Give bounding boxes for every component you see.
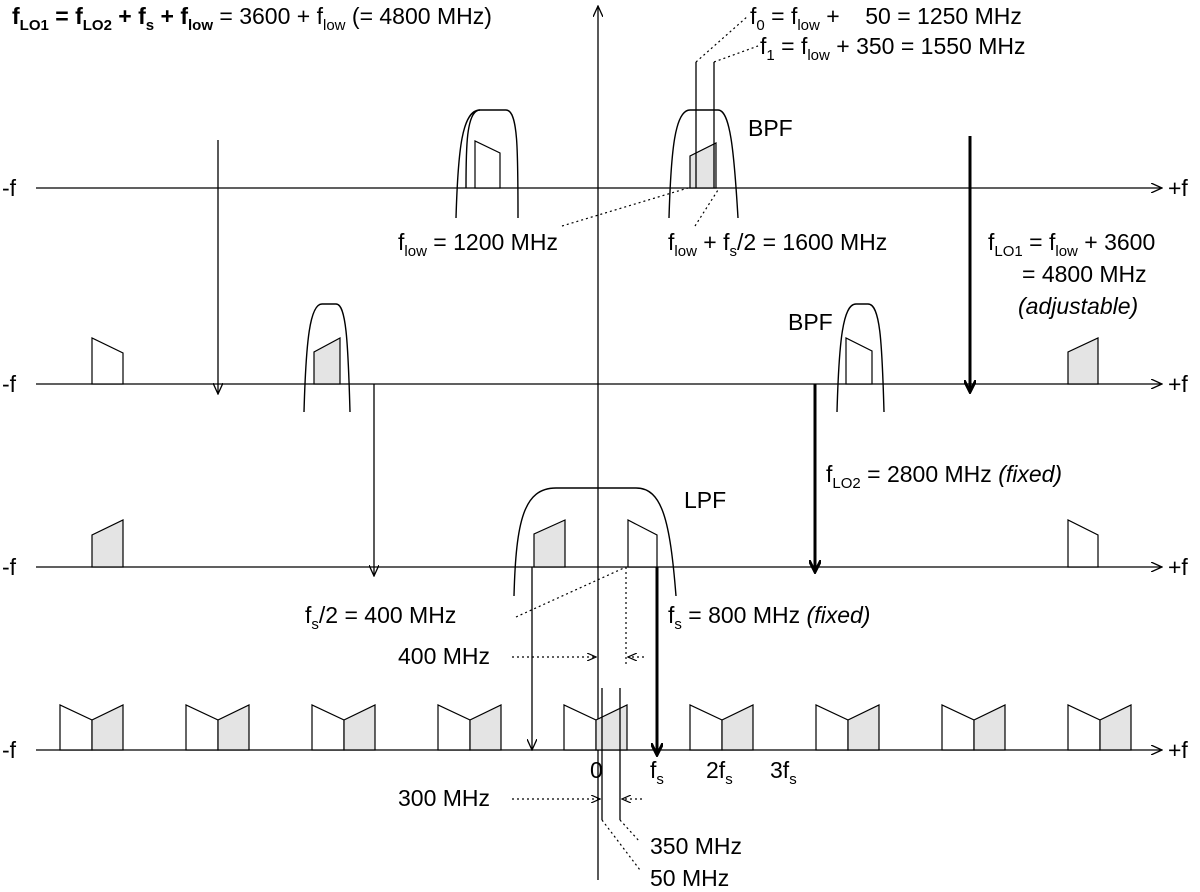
mhz350-leader bbox=[619, 819, 641, 843]
image-white-8 bbox=[941, 704, 975, 751]
axis-neg-label-1: -f bbox=[2, 175, 17, 201]
bpf-curve-positive-row2 bbox=[836, 303, 885, 413]
mhz50-label: 50 MHz bbox=[650, 865, 729, 891]
axis-neg-label-2: -f bbox=[2, 371, 17, 397]
fs-label: fs = 800 MHz (fixed) bbox=[668, 602, 870, 633]
f0-label: f0 = flow + 50 = 1250 MHz bbox=[750, 3, 1022, 34]
axis-pos-label-3: +f bbox=[1168, 554, 1188, 580]
f1-leader bbox=[713, 45, 759, 63]
signal-band-positive-row1 bbox=[689, 142, 717, 189]
lpf-label: LPF bbox=[684, 487, 726, 513]
bpf-curve-negative-left-row1 bbox=[455, 109, 481, 219]
tick-zero: 0 bbox=[590, 757, 603, 783]
signal-band-negative-row2 bbox=[313, 336, 341, 385]
axis-neg-label-3: -f bbox=[2, 554, 17, 580]
image-shaded-1 bbox=[91, 704, 124, 751]
image-shaded-3 bbox=[343, 704, 376, 751]
image-shaded-4 bbox=[469, 704, 502, 751]
sampled-images-row4 bbox=[59, 704, 1132, 751]
image-band-row2-far-left bbox=[91, 337, 124, 385]
image-shaded-2 bbox=[217, 704, 250, 751]
axis-pos-label-2: +f bbox=[1168, 371, 1188, 397]
mhz50-leader bbox=[601, 819, 641, 871]
image-white-5 bbox=[563, 704, 597, 751]
mhz350-label: 350 MHz bbox=[650, 833, 742, 859]
axis-neg-label-4: -f bbox=[2, 737, 17, 763]
title-formula: fLO1 = fLO2 + fs + flow = 3600 + flow (=… bbox=[12, 3, 492, 34]
signal-band-negative-row3 bbox=[533, 519, 566, 568]
flow-label: flow = 1200 MHz bbox=[398, 229, 558, 260]
flo2-label: fLO2 = 2800 MHz (fixed) bbox=[826, 461, 1062, 492]
image-shaded-7 bbox=[847, 704, 880, 751]
axis-pos-label-4: +f bbox=[1168, 737, 1188, 763]
f0-leader bbox=[695, 15, 749, 63]
signal-band-negative-row1 bbox=[474, 140, 501, 189]
signal-band-positive-row2 bbox=[845, 337, 873, 385]
mhz300-label: 300 MHz bbox=[398, 785, 490, 811]
image-shaded-9 bbox=[1099, 704, 1132, 751]
image-band-row3-far-left bbox=[91, 519, 124, 568]
image-white-3 bbox=[311, 704, 345, 751]
image-white-2 bbox=[185, 704, 219, 751]
image-shaded-6 bbox=[721, 704, 754, 751]
bpf-curve-negative-row1 bbox=[465, 109, 519, 219]
image-band-row2-far-right bbox=[1067, 337, 1099, 385]
bpf-label-row2: BPF bbox=[788, 309, 833, 335]
fs2-label: fs/2 = 400 MHz bbox=[305, 602, 456, 633]
flo1-line1: fLO1 = flow + 3600 bbox=[988, 229, 1155, 260]
flow-fs2-label: flow + fs/2 = 1600 MHz bbox=[668, 229, 887, 260]
lpf-curve bbox=[513, 487, 677, 597]
image-white-7 bbox=[815, 704, 849, 751]
tick-3fs: 3fs bbox=[770, 757, 797, 788]
flow-fs2-leader bbox=[694, 189, 719, 227]
mhz400-label: 400 MHz bbox=[398, 643, 490, 669]
f1-label: f1 = flow + 350 = 1550 MHz bbox=[760, 33, 1025, 64]
tick-2fs: 2fs bbox=[706, 757, 733, 788]
tick-fs: fs bbox=[650, 757, 664, 788]
image-white-1 bbox=[59, 704, 93, 751]
signal-band-positive-row3 bbox=[627, 519, 658, 568]
image-shaded-5 bbox=[595, 704, 628, 751]
image-white-6 bbox=[689, 704, 723, 751]
flo1-line2: = 4800 MHz bbox=[1022, 261, 1147, 287]
flo1-line3: (adjustable) bbox=[1018, 293, 1138, 319]
bpf-curve-negative-row2 bbox=[303, 303, 351, 413]
image-band-row3-far-right bbox=[1067, 519, 1099, 568]
image-white-4 bbox=[437, 704, 471, 751]
bpf-label-row1: BPF bbox=[748, 115, 793, 141]
fs2-leader bbox=[515, 566, 627, 618]
flow-leader bbox=[561, 187, 689, 227]
axis-pos-label-1: +f bbox=[1168, 175, 1188, 201]
image-shaded-8 bbox=[973, 704, 1006, 751]
image-white-9 bbox=[1067, 704, 1101, 751]
bpf-curve-positive-row1 bbox=[668, 109, 739, 219]
